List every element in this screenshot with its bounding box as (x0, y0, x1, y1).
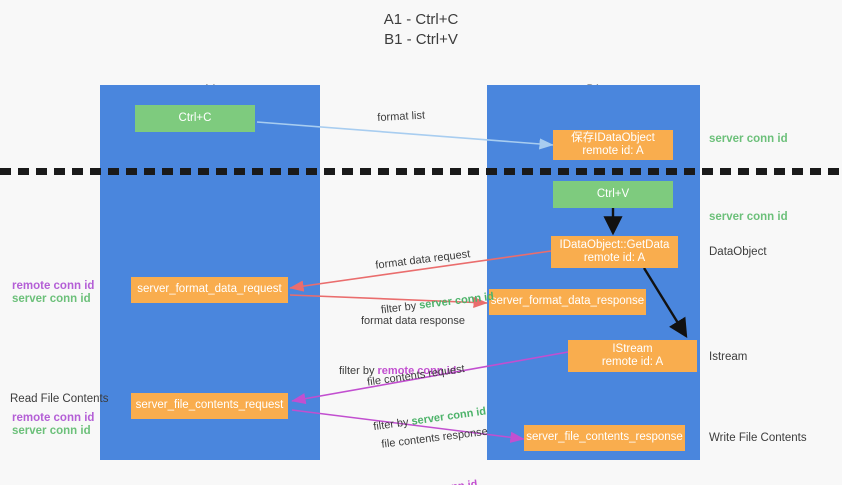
left-label-read-file-contents: Read File Contents (10, 393, 109, 405)
box-ctrl-c[interactable]: Ctrl+C (135, 105, 255, 132)
edge-label-file-contents-request-text: file contents request (366, 362, 466, 389)
box-istream[interactable]: IStream remote id: A (568, 340, 697, 372)
box-save-idataobject[interactable]: 保存IDataObject remote id: A (553, 130, 673, 160)
box-save-idataobject-line2: remote id: A (582, 145, 644, 157)
box-save-idataobject-line1: 保存IDataObject (571, 131, 655, 144)
right-label-istream: Istream (709, 351, 748, 363)
box-ctrl-v[interactable]: Ctrl+V (553, 181, 673, 208)
right-label-server-conn-id-top: server conn id (709, 133, 788, 145)
box-istream-line2: remote id: A (601, 356, 664, 368)
diagram-title: A1 - Ctrl+C B1 - Ctrl+V (0, 10, 842, 50)
edge-label-format-data-response-text: format data response (361, 315, 465, 327)
box-server-file-contents-response[interactable]: server_file_contents_response (524, 425, 685, 451)
edge-label-file-contents-response-text: file contents response (380, 425, 489, 451)
left-label-remote-conn-id-lower: remote conn id (12, 412, 95, 424)
title-line-2: B1 - Ctrl+V (384, 31, 458, 48)
left-label-server-conn-id-lower: server conn id (12, 425, 91, 437)
edge-label-format-list: format list (377, 109, 426, 124)
filter-key-remote-conn-id: remote conn id (398, 478, 478, 485)
left-label-server-conn-id-upper: server conn id (12, 293, 91, 305)
edge-label-format-data-response: format data response filter by remote co… (339, 284, 465, 409)
filter-prefix: filter by (339, 365, 378, 377)
right-label-dataobject: DataObject (709, 246, 767, 258)
box-istream-line1: IStream (612, 342, 653, 355)
box-idataobject-getdata[interactable]: IDataObject::GetData remote id: A (551, 236, 678, 268)
edge-label-format-data-request-text: format data request (374, 248, 471, 272)
filter-key-remote-conn-id: remote conn id (377, 365, 457, 377)
title-line-1: A1 - Ctrl+C (383, 11, 459, 28)
box-idataobject-getdata-line1: IDataObject::GetData (559, 238, 670, 251)
right-label-server-conn-id-mid: server conn id (709, 211, 788, 223)
right-label-write-file-contents: Write File Contents (709, 432, 807, 444)
box-server-file-contents-request[interactable]: server_file_contents_request (131, 393, 288, 419)
edge-label-file-contents-response-filter: filter by remote conn id (360, 475, 495, 485)
box-server-format-data-request[interactable]: server_format_data_request (131, 277, 288, 303)
box-server-format-data-response[interactable]: server_format_data_response (489, 289, 646, 315)
edge-label-format-data-response-filter: filter by remote conn id (339, 364, 465, 379)
edge-label-file-contents-response: file contents response filter by remote … (377, 395, 499, 485)
section-divider (0, 168, 842, 175)
box-idataobject-getdata-line2: remote id: A (583, 252, 646, 264)
left-label-remote-conn-id-upper: remote conn id (12, 280, 95, 292)
